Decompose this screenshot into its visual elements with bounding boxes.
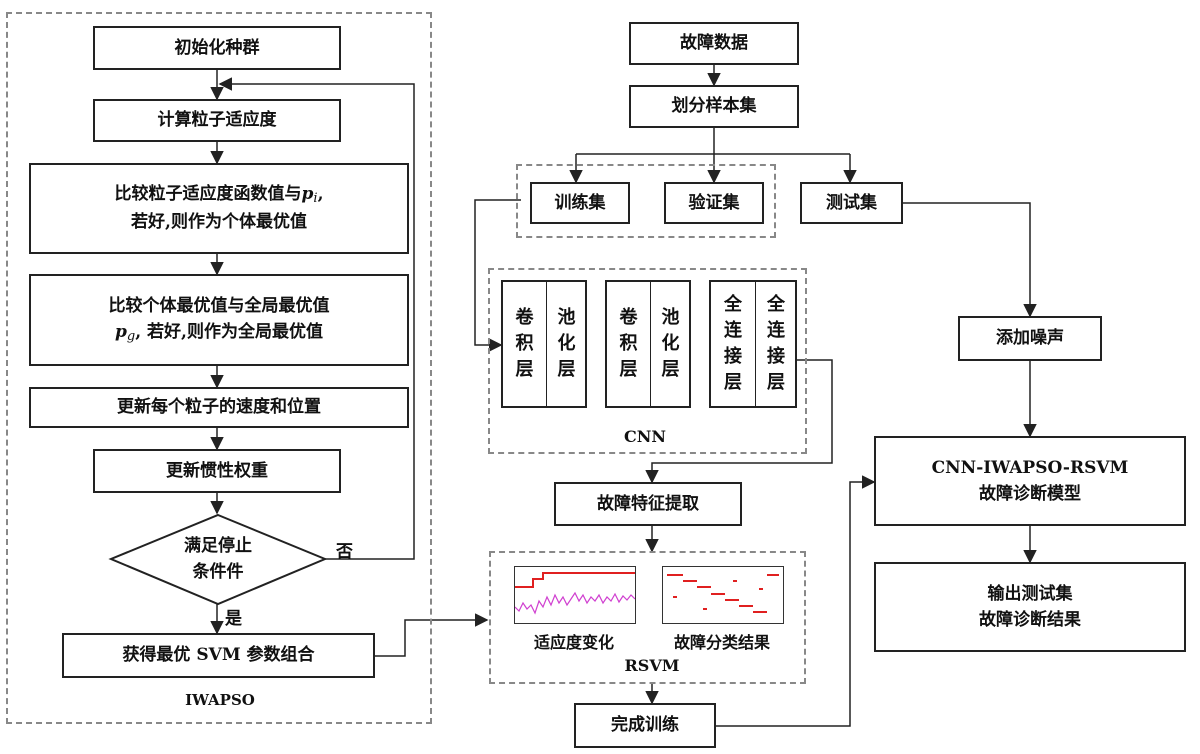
diagnosis-model-box: CNN-IWAPSO-RSVM 故障诊断模型: [874, 436, 1186, 526]
classification-result-caption: 故障分类结果: [673, 633, 770, 652]
compare-global-line2: pg, 若好,则作为全局最优值: [115, 322, 323, 345]
fitness-change-caption: 适应度变化: [533, 633, 614, 652]
classification-result-plot: [667, 574, 779, 613]
compare-global-best-box: 比较个体最优值与全局最优值 pg, 若好,则作为全局最优值: [29, 274, 409, 366]
yes-label: 是: [225, 609, 242, 629]
init-population-box: 初始化种群: [93, 26, 341, 70]
fc-layer-1: 全 连 接 层: [711, 282, 756, 406]
cnn-unit-2: 卷 积 层 池 化 层: [605, 280, 691, 408]
rsvm-group: [489, 551, 806, 684]
pool-layer-1: 池 化 层: [557, 306, 576, 381]
average-fitness-line: [514, 591, 636, 615]
rsvm-label: RSVM: [624, 656, 680, 675]
compare-global-line1: 比较个体最优值与全局最优值: [108, 295, 330, 316]
classification-segments: [667, 574, 779, 613]
stop-condition-text: 满足停止 条件件: [184, 535, 252, 582]
update-velocity-box: 更新每个粒子的速度和位置: [29, 387, 409, 428]
cnn-group: [488, 268, 807, 454]
compare-personal-line2: 若好,则作为个体最优值: [131, 212, 307, 233]
iwapso-group: [6, 12, 432, 724]
complete-training-box: 完成训练: [574, 703, 716, 748]
classification-result-chart: [662, 566, 784, 624]
train-set-box: 训练集: [530, 182, 630, 224]
split-samples-box: 划分样本集: [629, 85, 799, 128]
best-svm-params-box: 获得最优 SVM 参数组合: [62, 633, 375, 678]
output-results-box: 输出测试集 故障诊断结果: [874, 562, 1186, 652]
cnn-label: CNN: [624, 427, 666, 446]
iwapso-label: IWAPSO: [185, 691, 255, 709]
fitness-curve-chart: [514, 566, 636, 624]
add-noise-box: 添加噪声: [958, 316, 1102, 361]
no-label: 否: [336, 542, 353, 562]
conv-layer-2: 卷 积 层: [607, 282, 651, 406]
cnn-unit-1: 卷 积 层 池 化 层: [501, 280, 587, 408]
compare-personal-best-box: 比较粒子适应度函数值与pi, 若好,则作为个体最优值: [29, 163, 409, 254]
conv-layer-1: 卷 积 层: [503, 282, 547, 406]
fc-layer-2: 全 连 接 层: [767, 293, 785, 394]
compare-personal-line1: 比较粒子适应度函数值与pi,: [114, 184, 324, 207]
fault-data-box: 故障数据: [629, 22, 799, 65]
cnn-unit-3: 全 连 接 层 全 连 接 层: [709, 280, 797, 408]
feature-extraction-box: 故障特征提取: [554, 482, 742, 526]
best-fitness-line: [515, 572, 635, 588]
update-inertia-box: 更新惯性权重: [93, 449, 341, 493]
pool-layer-2: 池 化 层: [661, 306, 680, 381]
stop-condition-diamond: [108, 513, 328, 606]
test-set-box: 测试集: [800, 182, 903, 224]
fitness-curve-plot: [514, 572, 636, 615]
train-val-group: [516, 164, 776, 238]
validation-set-box: 验证集: [664, 182, 764, 224]
compute-fitness-box: 计算粒子适应度: [93, 99, 341, 142]
